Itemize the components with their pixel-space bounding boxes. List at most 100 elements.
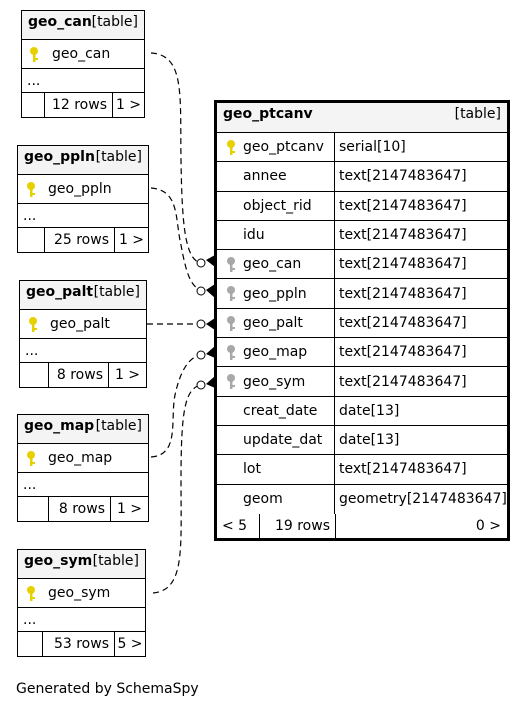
column-type: text[2147483647] — [334, 338, 507, 367]
table-geo-can[interactable]: geo_can [table] geo_can ... 12 rows 1 > — [21, 10, 145, 118]
edge-geo-ppln — [150, 187, 201, 291]
table-name: geo_map — [24, 418, 95, 434]
column-name: geo_sym — [48, 585, 111, 601]
table-footer: < 5 19 rows 0 > — [217, 513, 507, 538]
edge-geo-map — [150, 354, 201, 458]
prev-page-link[interactable]: < 5 — [222, 517, 248, 534]
column-type: text[2147483647] — [334, 250, 507, 279]
column-name: geo_ppln — [48, 181, 112, 197]
key-icon — [227, 286, 235, 302]
column-row[interactable]: lot text[2147483647] — [217, 455, 507, 485]
pager-link[interactable]: 1 > — [110, 497, 148, 521]
column-row[interactable]: geo_ptcanv serial[10] — [217, 133, 507, 163]
more-columns: ... — [20, 339, 146, 363]
table-header: geo_ppln [table] — [18, 146, 148, 175]
table-type: [table] — [93, 284, 140, 300]
table-name: geo_sym — [24, 553, 93, 569]
table-geo-ppln[interactable]: geo_ppln [table] geo_ppln ... 25 rows 1 … — [17, 145, 149, 253]
column-name: lot — [243, 461, 261, 478]
key-icon — [227, 345, 235, 361]
column-name: geo_palt — [50, 316, 110, 332]
row-count: 25 rows — [44, 228, 114, 252]
pager-link[interactable]: 1 > — [108, 363, 146, 387]
table-name: geo_can — [28, 14, 92, 30]
table-footer: 8 rows 1 > — [18, 497, 148, 521]
table-type: [table] — [92, 553, 139, 569]
column-type: text[2147483647] — [334, 220, 507, 250]
row-count: 19 rows — [259, 513, 335, 538]
next-page-link[interactable]: 0 > — [335, 513, 507, 538]
column-name: geo_map — [48, 450, 113, 466]
key-icon — [27, 451, 35, 466]
pager-link[interactable]: 1 > — [112, 93, 144, 117]
table-geo-map[interactable]: geo_map [table] geo_map ... 8 rows 1 > — [17, 414, 149, 522]
table-type: [table] — [454, 106, 501, 122]
table-footer: 53 rows 5 > — [18, 632, 145, 656]
table-header: geo_can [table] — [22, 11, 144, 40]
key-icon — [27, 586, 35, 601]
column-row[interactable]: geo_sym — [18, 579, 145, 608]
edge-geo-sym — [152, 384, 201, 594]
pager-link[interactable]: 1 > — [114, 228, 148, 252]
edge-geo-can — [150, 52, 201, 264]
column-name: update_dat — [243, 432, 323, 449]
column-type: geometry[2147483647] — [334, 484, 507, 514]
key-icon — [29, 317, 37, 332]
table-name: geo_ppln — [24, 149, 95, 165]
column-name: geom — [243, 491, 283, 508]
table-header: geo_ptcanv [table] — [217, 103, 507, 133]
table-geo-sym[interactable]: geo_sym [table] geo_sym ... 53 rows 5 > — [17, 549, 146, 657]
column-type: text[2147483647] — [334, 308, 507, 338]
column-row[interactable]: geo_ppln text[2147483647] — [217, 279, 507, 309]
column-name: geo_ppln — [243, 285, 307, 302]
column-name: object_rid — [243, 197, 312, 214]
column-row[interactable]: geo_map — [18, 444, 148, 473]
key-icon — [30, 47, 38, 62]
table-type: [table] — [95, 418, 142, 434]
column-row[interactable]: geo_can text[2147483647] — [217, 250, 507, 280]
column-row[interactable]: idu text[2147483647] — [217, 220, 507, 251]
key-icon — [227, 315, 235, 331]
table-type: [table] — [95, 149, 142, 165]
column-name: geo_palt — [243, 314, 303, 331]
table-header: geo_sym [table] — [18, 550, 145, 579]
column-row[interactable]: geom geometry[2147483647] — [217, 484, 507, 514]
column-name: idu — [243, 227, 265, 244]
column-name: geo_ptcanv — [243, 139, 324, 156]
key-icon — [227, 140, 235, 155]
row-count: 12 rows — [44, 93, 112, 117]
key-icon — [227, 257, 235, 273]
more-columns: ... — [18, 204, 148, 228]
table-type: [table] — [91, 14, 138, 30]
pager-link[interactable]: 5 > — [114, 632, 145, 656]
more-columns: ... — [22, 69, 144, 93]
column-row[interactable]: geo_palt text[2147483647] — [217, 308, 507, 339]
column-name: geo_sym — [243, 373, 306, 390]
column-type: serial[10] — [334, 133, 507, 162]
column-row[interactable]: geo_palt — [20, 310, 146, 339]
table-footer: 8 rows 1 > — [20, 363, 146, 387]
key-icon — [227, 374, 235, 390]
column-name: creat_date — [243, 402, 318, 419]
table-geo-palt[interactable]: geo_palt [table] geo_palt ... 8 rows 1 > — [19, 280, 147, 388]
generated-by-note: Generated by SchemaSpy — [16, 681, 199, 697]
column-type: text[2147483647] — [334, 455, 507, 484]
column-row[interactable]: geo_can — [22, 40, 144, 69]
more-columns: ... — [18, 608, 145, 632]
column-name: geo_can — [52, 46, 111, 62]
table-footer: 12 rows 1 > — [22, 93, 144, 117]
column-name: geo_can — [243, 256, 302, 273]
column-row[interactable]: geo_ppln — [18, 175, 148, 204]
column-row[interactable]: geo_sym text[2147483647] — [217, 367, 507, 397]
column-type: text[2147483647] — [334, 279, 507, 308]
column-type: text[2147483647] — [334, 367, 507, 396]
column-name: annee — [243, 168, 287, 185]
more-columns: ... — [18, 473, 148, 497]
